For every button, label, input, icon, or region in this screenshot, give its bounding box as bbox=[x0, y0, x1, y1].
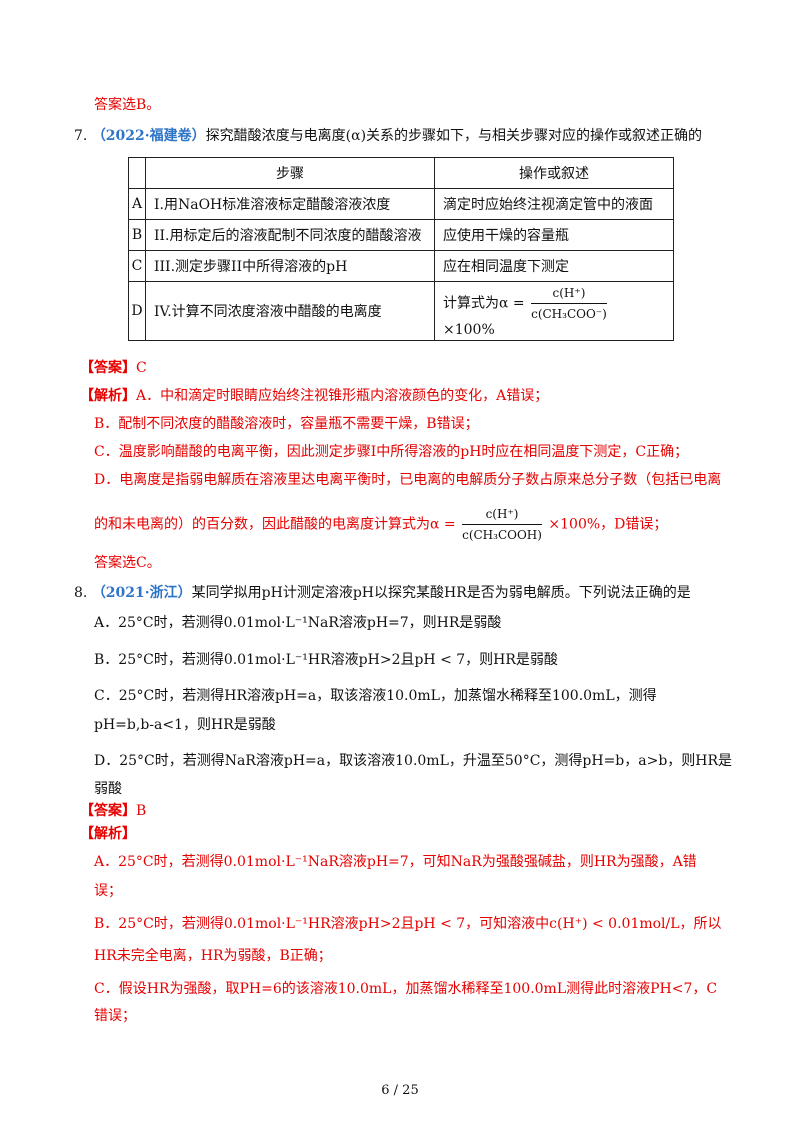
formula-prefix: 计算式为α = bbox=[443, 295, 525, 311]
analysis-text: B．配制不同浓度的醋酸溶液时，容量瓶不需要干燥，B错误； bbox=[94, 416, 479, 432]
answer-tag: 【答案】 bbox=[80, 803, 136, 819]
answer-line: 【答案】C bbox=[80, 358, 147, 378]
row-operation: 应使用干燥的容量瓶 bbox=[434, 219, 674, 251]
stem-part-a: 探究醋酸浓度与电离度 bbox=[205, 128, 346, 144]
row-key: A bbox=[128, 188, 146, 220]
analysis-tag: 【解析】 bbox=[80, 388, 136, 404]
row-step: I.用NaOH标准溶液标定醋酸溶液浓度 bbox=[145, 188, 435, 220]
fraction-denominator: c(CH₃COOH) bbox=[462, 528, 542, 542]
question-7-stem: 7. （2022·福建卷）探究醋酸浓度与电离度(α)关系的步骤如下，与相关步骤对… bbox=[74, 126, 702, 146]
option-d: D．25°C时，若测得NaR溶液pH=a，取该溶液10.0mL，升温至50°C，… bbox=[94, 753, 733, 769]
analysis-text: A．中和滴定时眼睛应始终注视锥形瓶内溶液颜色的变化，A错误； bbox=[136, 388, 549, 404]
analysis-line: 【解析】 bbox=[80, 824, 136, 844]
analysis-text: D．电离度是指弱电解质在溶液里达电离平衡时，已电离的电解质分子数占原来总分子数（… bbox=[94, 472, 722, 488]
analysis-text: C．温度影响醋酸的电离平衡，因此测定步骤I中所得溶液的pH时应在相同温度下测定，… bbox=[94, 444, 689, 460]
option-c-cont: pH=b,b-a<1，则HR是弱酸 bbox=[94, 717, 276, 733]
row-step: II.用标定后的溶液配制不同浓度的醋酸溶液 bbox=[145, 219, 435, 251]
row-step: III.测定步骤II中所得溶液的pH bbox=[145, 250, 435, 282]
answer-tag: 【答案】 bbox=[80, 360, 136, 376]
analysis-tag: 【解析】 bbox=[80, 826, 136, 842]
row-operation: 滴定时应始终注视滴定管中的液面 bbox=[434, 188, 674, 220]
alpha-symbol: (α) bbox=[345, 128, 367, 144]
question-number: 7. bbox=[74, 128, 88, 144]
analysis-line: 【解析】A．中和滴定时眼睛应始终注视锥形瓶内溶液颜色的变化，A错误； bbox=[80, 386, 548, 406]
steps-table: 步骤 操作或叙述 A I.用NaOH标准溶液标定醋酸溶液浓度 滴定时应始终注视滴… bbox=[128, 157, 674, 341]
question-number: 8. bbox=[74, 585, 88, 601]
row-step: IV.计算不同浓度溶液中醋酸的电离度 bbox=[145, 281, 435, 341]
fraction-numerator: c(H⁺) bbox=[462, 506, 542, 525]
ionization-fraction: c(H⁺) c(CH₃COOH) bbox=[462, 506, 542, 543]
analysis-text: 错误； bbox=[94, 1008, 136, 1024]
fraction-numerator: c(H⁺) bbox=[531, 285, 607, 304]
final-answer: 答案选C。 bbox=[94, 555, 161, 571]
question-source: （2022·福建卷） bbox=[91, 128, 206, 144]
question-8-stem: 8. （2021·浙江）某同学拟用pH计测定溶液pH以探究某酸HR是否为弱电解质… bbox=[74, 583, 691, 603]
answer-line: 【答案】B bbox=[80, 801, 146, 821]
formula-suffix: ×100%，D错误； bbox=[548, 516, 668, 533]
fraction-denominator: c(CH₃COO⁻) bbox=[531, 306, 607, 321]
analysis-text: 误； bbox=[94, 883, 122, 899]
analysis-text: HR未完全电离，HR为弱酸，B正确； bbox=[94, 948, 332, 964]
row-key: B bbox=[128, 219, 146, 251]
formula-prefix: 的和未电离的）的百分数，因此醋酸的电离度计算式为α = bbox=[94, 516, 456, 533]
stem-text: 某同学拟用pH计测定溶液pH以探究某酸HR是否为弱电解质。下列说法正确的是 bbox=[191, 585, 691, 601]
row-key: D bbox=[128, 281, 146, 341]
table-row: D IV.计算不同浓度溶液中醋酸的电离度 计算式为α = c(H⁺) c(CH₃… bbox=[128, 281, 674, 341]
table-header-row: 步骤 操作或叙述 bbox=[128, 157, 674, 189]
header-step: 步骤 bbox=[145, 157, 435, 189]
answer-value: B bbox=[136, 803, 147, 819]
page-number: 6 / 25 bbox=[381, 1083, 419, 1098]
table-row: A I.用NaOH标准溶液标定醋酸溶液浓度 滴定时应始终注视滴定管中的液面 bbox=[128, 188, 674, 220]
answer-value: C bbox=[136, 360, 147, 376]
header-operation: 操作或叙述 bbox=[434, 157, 674, 189]
ionization-fraction: c(H⁺) c(CH₃COO⁻) bbox=[531, 285, 607, 322]
analysis-text-d2: 的和未电离的）的百分数，因此醋酸的电离度计算式为α = c(H⁺) c(CH₃C… bbox=[94, 506, 667, 543]
stem-part-b: 关系的步骤如下，与相关步骤对应的操作或叙述正确的 bbox=[366, 128, 703, 144]
analysis-text: A．25°C时，若测得0.01mol·L⁻¹NaR溶液pH=7，可知NaR为强酸… bbox=[94, 854, 697, 870]
row-operation: 应在相同温度下测定 bbox=[434, 250, 674, 282]
option-d-cont: 弱酸 bbox=[94, 781, 122, 797]
table-row: B II.用标定后的溶液配制不同浓度的醋酸溶液 应使用干燥的容量瓶 bbox=[128, 219, 674, 251]
question-source: （2021·浙江） bbox=[91, 585, 192, 601]
row-operation: 计算式为α = c(H⁺) c(CH₃COO⁻) ×100% bbox=[434, 281, 674, 341]
formula-suffix: ×100% bbox=[443, 321, 495, 338]
previous-answer: 答案选B。 bbox=[94, 97, 161, 113]
analysis-text: C．假设HR为强酸，取PH=6的该溶液10.0mL，加蒸馏水稀释至100.0mL… bbox=[94, 981, 718, 997]
option-a: A．25°C时，若测得0.01mol·L⁻¹NaR溶液pH=7，则HR是弱酸 bbox=[94, 615, 502, 631]
analysis-text: B．25°C时，若测得0.01mol·L⁻¹HR溶液pH>2且pH < 7，可知… bbox=[94, 916, 722, 932]
row-key: C bbox=[128, 250, 146, 282]
option-c: C．25°C时，若测得HR溶液pH=a，取该溶液10.0mL，加蒸馏水稀释至10… bbox=[94, 688, 657, 704]
table-row: C III.测定步骤II中所得溶液的pH 应在相同温度下测定 bbox=[128, 250, 674, 282]
option-b: B．25°C时，若测得0.01mol·L⁻¹HR溶液pH>2且pH < 7，则H… bbox=[94, 652, 558, 668]
